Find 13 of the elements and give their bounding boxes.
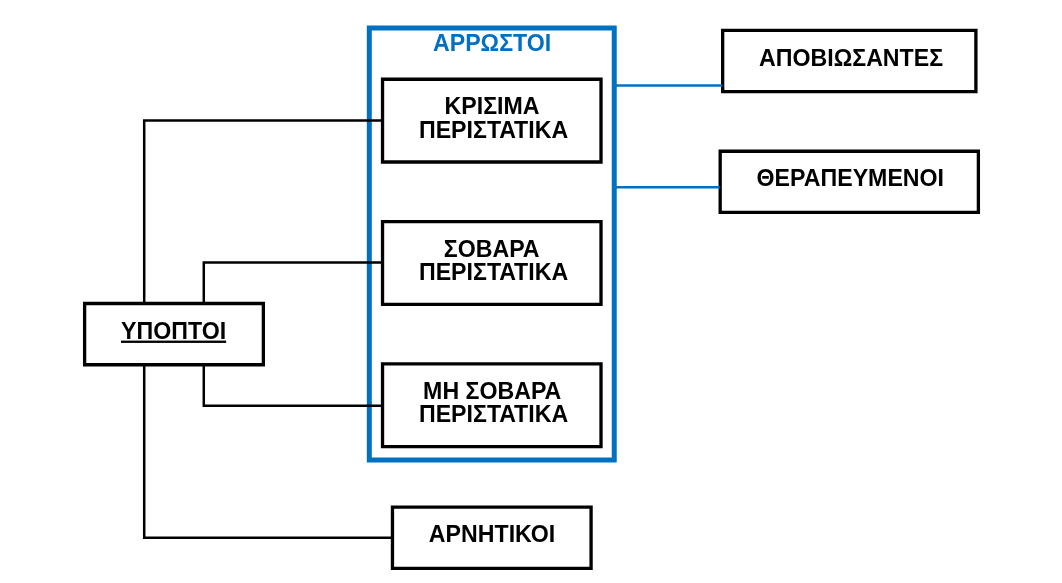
node-box: ΘΕΡΑΠΕΥΜΕΝΟΙ: [718, 149, 980, 215]
node-box: ΣΟΒΑΡΑ ΠΕΡΙΣΤΑΤΙΚΑ: [380, 219, 603, 306]
connector: [613, 84, 722, 87]
connector: [613, 186, 720, 189]
connector: [202, 364, 382, 407]
connector: [142, 119, 382, 304]
node-box: ΥΠΟΠΤΟΙ: [82, 301, 265, 367]
connector: [142, 365, 392, 539]
node-box: ΑΠΟΒΙΩΣΑΝΤΕΣ: [720, 28, 978, 94]
node-box: ΑΡΝΗΤΙΚΟΙ: [390, 505, 593, 570]
node-box: ΚΡΙΣΙΜΑ ΠΕΡΙΣΤΑΤΙΚΑ: [380, 77, 603, 164]
node-box: ΜΗ ΣΟΒΑΡΑ ΠΕΡΙΣΤΑΤΙΚΑ: [380, 362, 603, 449]
connector: [202, 261, 382, 304]
